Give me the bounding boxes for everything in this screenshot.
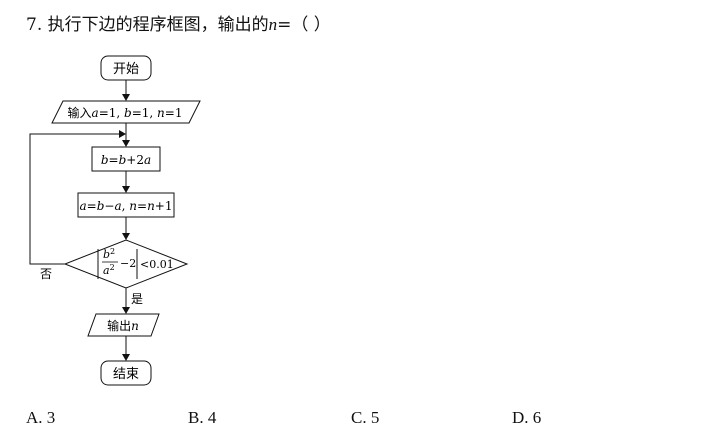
- step2-box: [77, 192, 175, 218]
- option-d[interactable]: D. 6: [512, 408, 542, 427]
- input-box: [51, 100, 201, 124]
- option-a[interactable]: A. 3: [26, 408, 56, 427]
- question-variable: n: [268, 15, 278, 34]
- question-stem: 7. 执行下边的程序框图，输出的n=（ ）: [26, 10, 331, 35]
- cond-num: b2: [103, 247, 115, 261]
- question-number: 7.: [26, 15, 43, 35]
- input-label: 输入a=1, b=1, n=1: [68, 105, 183, 120]
- option-b[interactable]: B. 4: [188, 408, 217, 427]
- cond-den: a2: [103, 263, 115, 277]
- yes-label: 是: [131, 292, 143, 306]
- end-label: 结束: [113, 367, 139, 382]
- output-label: 输出n: [107, 318, 139, 333]
- start-label: 开始: [113, 62, 139, 77]
- cond-rhs: <0.01: [140, 258, 174, 271]
- end-box: [100, 360, 152, 386]
- loop-back-line: [29, 130, 126, 265]
- question-blank: =（ ）: [277, 15, 331, 35]
- step1-label: b=b+2a: [101, 153, 151, 167]
- output-box: [87, 313, 160, 337]
- condition-expression: b2 a2 −2 <0.01: [97, 247, 174, 279]
- step1-box: [91, 146, 161, 172]
- cond-minus2: −2: [120, 257, 136, 270]
- step2-label: a=b−a, n=n+1: [80, 199, 173, 213]
- question-text: 执行下边的程序框图，输出的: [47, 15, 269, 35]
- option-c[interactable]: C. 5: [351, 408, 380, 427]
- no-label: 否: [40, 267, 52, 281]
